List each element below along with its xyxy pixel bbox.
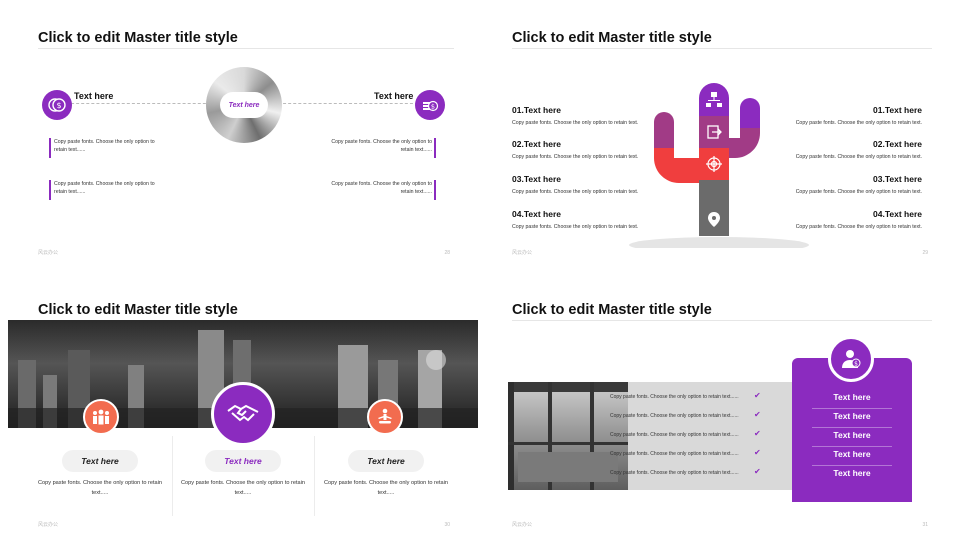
- slide-30[interactable]: Click to edit Master title style: [4, 276, 478, 544]
- item-desc: Copy paste fonts. Choose the only option…: [795, 120, 922, 126]
- panel-divider: [812, 427, 892, 428]
- column-label: Text here: [62, 450, 138, 472]
- accent-bar: [434, 138, 436, 158]
- page-number: 29: [922, 250, 928, 256]
- list-row: Copy paste fonts. Choose the only option…: [610, 413, 739, 419]
- panel-label: Text here: [833, 411, 871, 421]
- team-icon: [83, 399, 119, 435]
- item-title: 01.Text here: [512, 105, 561, 115]
- target-icon: [706, 156, 722, 172]
- column-desc: Copy paste fonts. Choose the only option…: [323, 480, 449, 496]
- column-divider: [314, 436, 315, 516]
- title-divider: [512, 320, 932, 321]
- right-label: Text here: [374, 91, 414, 101]
- item-desc: Copy paste fonts. Choose the only option…: [795, 154, 922, 160]
- list-row: Copy paste fonts. Choose the only option…: [610, 394, 739, 400]
- dashed-connector-left: [66, 103, 216, 104]
- coins-icon: $: [42, 90, 72, 120]
- item-title: 04.Text here: [512, 209, 561, 219]
- column-divider: [172, 436, 173, 516]
- accent-bar: [434, 180, 436, 200]
- column-label: Text here: [205, 450, 281, 472]
- list-row: Copy paste fonts. Choose the only option…: [610, 432, 739, 438]
- text-block: Copy paste fonts. Choose the only option…: [54, 181, 155, 195]
- panel-label: Text here: [833, 449, 871, 459]
- slide-title: Click to edit Master title style: [38, 30, 238, 46]
- panel-label: Text here: [833, 392, 871, 402]
- svg-text:$: $: [854, 361, 858, 368]
- item-title: 03.Text here: [512, 174, 561, 184]
- column-label: Text here: [348, 450, 424, 472]
- item-desc: Copy paste fonts. Choose the only option…: [512, 224, 639, 230]
- column-desc: Copy paste fonts. Choose the only option…: [180, 480, 306, 496]
- item-desc: Copy paste fonts. Choose the only option…: [512, 154, 639, 160]
- list-row: Copy paste fonts. Choose the only option…: [610, 451, 739, 457]
- left-label: Text here: [74, 91, 114, 101]
- check-icon: ✔: [754, 410, 761, 419]
- list-row: Copy paste fonts. Choose the only option…: [610, 470, 739, 476]
- item-desc: Copy paste fonts. Choose the only option…: [795, 189, 922, 195]
- panel-label: Text here: [833, 430, 871, 440]
- accent-bar: [49, 138, 51, 158]
- accent-bar: [49, 180, 51, 200]
- slide-28[interactable]: Click to edit Master title style $ $ Tex…: [4, 4, 478, 272]
- panel-label: Text here: [833, 468, 871, 478]
- exit-icon: [707, 125, 722, 139]
- text-block: Copy paste fonts. Choose the only option…: [331, 181, 432, 195]
- location-pin-icon: [708, 212, 720, 227]
- handshake-icon: [211, 382, 275, 446]
- slide-title: Click to edit Master title style: [512, 30, 712, 46]
- rows-background: [628, 382, 792, 490]
- footer-text: 风云办公: [512, 522, 533, 528]
- text-block: Copy paste fonts. Choose the only option…: [54, 139, 155, 153]
- panel-divider: [812, 465, 892, 466]
- slide-title: Click to edit Master title style: [38, 302, 238, 318]
- item-title: 04.Text here: [873, 209, 922, 219]
- check-icon: ✔: [754, 467, 761, 476]
- hierarchy-icon: [706, 92, 722, 107]
- footer-text: 风云办公: [38, 522, 59, 528]
- item-desc: Copy paste fonts. Choose the only option…: [512, 120, 639, 126]
- page-number: 31: [922, 522, 928, 528]
- slide-31[interactable]: Click to edit Master title style Copy pa…: [482, 276, 956, 544]
- item-title: 02.Text here: [512, 139, 561, 149]
- panel-divider: [812, 446, 892, 447]
- slide-title: Click to edit Master title style: [512, 302, 712, 318]
- text-block: Copy paste fonts. Choose the only option…: [331, 139, 432, 153]
- footer-text: 风云办公: [512, 250, 533, 256]
- svg-text:$: $: [431, 103, 435, 111]
- check-icon: ✔: [754, 448, 761, 457]
- footer-text: 风云办公: [38, 250, 59, 256]
- column-desc: Copy paste fonts. Choose the only option…: [37, 480, 163, 496]
- title-divider: [512, 48, 932, 49]
- item-title: 03.Text here: [873, 174, 922, 184]
- title-divider: [38, 48, 454, 49]
- dashed-connector-right: [278, 103, 418, 104]
- cactus-graphic: [629, 83, 809, 248]
- page-number: 30: [444, 522, 450, 528]
- money-stack-icon: $: [415, 90, 445, 120]
- center-label: Text here: [220, 92, 268, 118]
- slide-29[interactable]: Click to edit Master title style 01.Text…: [482, 4, 956, 272]
- person-meditate-icon: [367, 399, 403, 435]
- item-title: 01.Text here: [873, 105, 922, 115]
- office-window-photo: [508, 382, 628, 490]
- page-number: 28: [444, 250, 450, 256]
- item-title: 02.Text here: [873, 139, 922, 149]
- svg-text:$: $: [56, 101, 61, 110]
- item-desc: Copy paste fonts. Choose the only option…: [512, 189, 639, 195]
- panel-divider: [812, 408, 892, 409]
- purple-panel: Text here Text here Text here Text here …: [792, 358, 912, 502]
- check-icon: ✔: [754, 391, 761, 400]
- businessman-icon: $: [828, 336, 874, 382]
- check-icon: ✔: [754, 429, 761, 438]
- item-desc: Copy paste fonts. Choose the only option…: [795, 224, 922, 230]
